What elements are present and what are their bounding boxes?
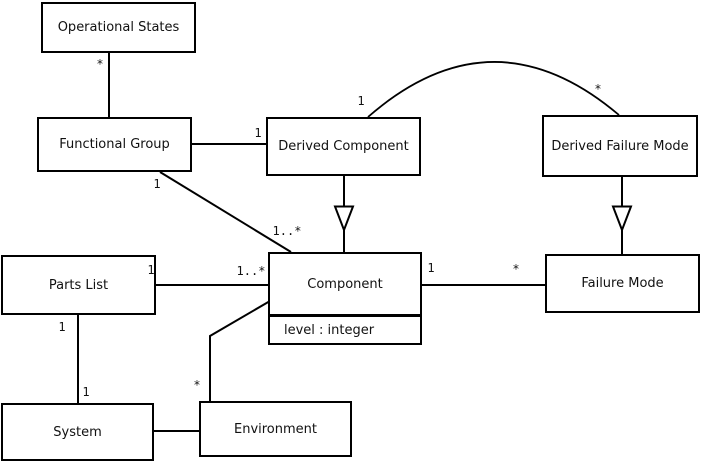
multiplicity-arc-derived-component-end: 1 — [357, 94, 365, 108]
multiplicity-component-end-parts: 1..* — [236, 264, 266, 278]
generalization-triangle-icon — [611, 205, 633, 233]
generalization-triangle-icon — [333, 205, 355, 233]
class-component[interactable]: Component level : integer — [268, 252, 422, 345]
edge-component-environment — [209, 300, 271, 401]
class-name: Derived Failure Mode — [551, 138, 689, 154]
multiplicity-failure-mode-end: * — [512, 262, 520, 276]
class-name: Operational States — [57, 20, 180, 35]
multiplicity-component-end-fg: 1..* — [272, 224, 302, 238]
class-name: Functional Group — [59, 137, 170, 152]
class-parts-list[interactable]: Parts List — [1, 255, 156, 315]
class-name: Component — [307, 276, 383, 292]
multiplicity-operational-states: * — [96, 57, 104, 71]
edge-functional-group-component — [159, 171, 292, 253]
class-functional-group[interactable]: Functional Group — [37, 117, 192, 172]
class-name: Parts List — [48, 277, 109, 293]
class-system[interactable]: System — [1, 403, 154, 461]
multiplicity-environment-end: * — [193, 378, 201, 392]
class-derived-failure-mode[interactable]: Derived Failure Mode — [542, 115, 698, 177]
class-name: System — [53, 424, 102, 440]
multiplicity-arc-derived-failure-mode-end: * — [594, 82, 602, 96]
class-name: Failure Mode — [581, 276, 664, 291]
class-name: Environment — [233, 421, 317, 437]
multiplicity-parts-list-end: 1 — [147, 263, 155, 277]
class-environment[interactable]: Environment — [199, 401, 352, 457]
generalization-derived-failure-mode-to-failure-mode — [611, 177, 633, 254]
generalization-derived-component-to-component — [333, 176, 355, 252]
multiplicity-derived-component-end: 1 — [254, 126, 262, 140]
class-operational-states[interactable]: Operational States — [41, 2, 196, 53]
multiplicity-component-end-fm: 1 — [427, 261, 435, 275]
class-attribute: level : integer — [284, 322, 375, 338]
edge-derived-component-derived-failure-mode-arc — [367, 61, 620, 118]
multiplicity-parts-list-system-top: 1 — [58, 320, 66, 334]
multiplicity-functional-group-end: 1 — [153, 177, 161, 191]
class-failure-mode[interactable]: Failure Mode — [545, 254, 700, 313]
class-attribute-compartment: level : integer — [270, 317, 420, 343]
class-name-compartment: Component — [270, 254, 420, 317]
class-name: Derived Component — [278, 139, 409, 154]
class-derived-component[interactable]: Derived Component — [266, 117, 421, 176]
multiplicity-parts-list-system-bottom: 1 — [82, 385, 90, 399]
